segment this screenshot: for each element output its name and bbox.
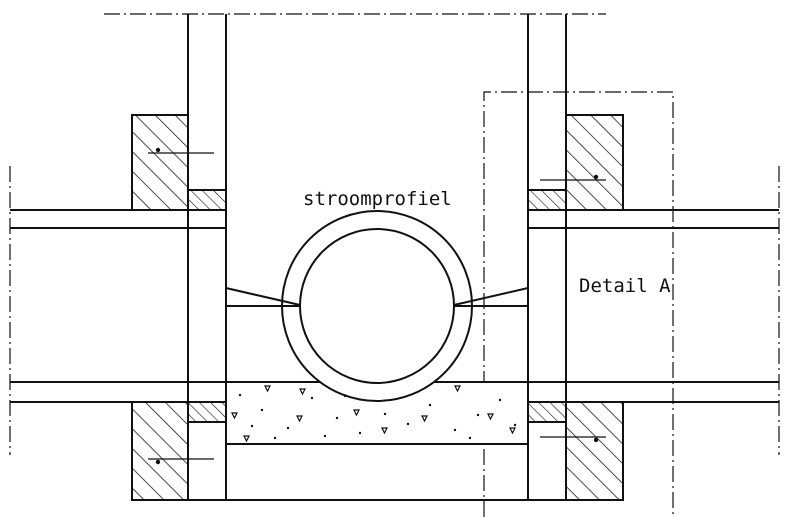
detail-a-frame: [483, 91, 674, 517]
right-top-seal: [527, 189, 567, 211]
left-top-seal: [187, 189, 227, 211]
right-benching-upper: [453, 287, 529, 306]
right-bottom-leader: [540, 436, 606, 443]
right-top-flange: [565, 114, 624, 211]
flow-profile-label: stroomprofiel: [303, 188, 452, 210]
pipe-inner-circle: [299, 228, 455, 384]
right-top-leader: [540, 174, 606, 181]
left-top-leader: [148, 147, 214, 154]
left-bottom-seal: [187, 401, 227, 423]
left-benching-upper: [225, 287, 301, 306]
left-bottom-flange: [131, 401, 189, 501]
left-bottom-leader: [148, 458, 214, 465]
left-top-flange: [131, 114, 189, 211]
right-bottom-seal: [527, 401, 567, 423]
detail-a-label: Detail A: [579, 275, 671, 297]
right-bottom-flange: [565, 401, 624, 501]
